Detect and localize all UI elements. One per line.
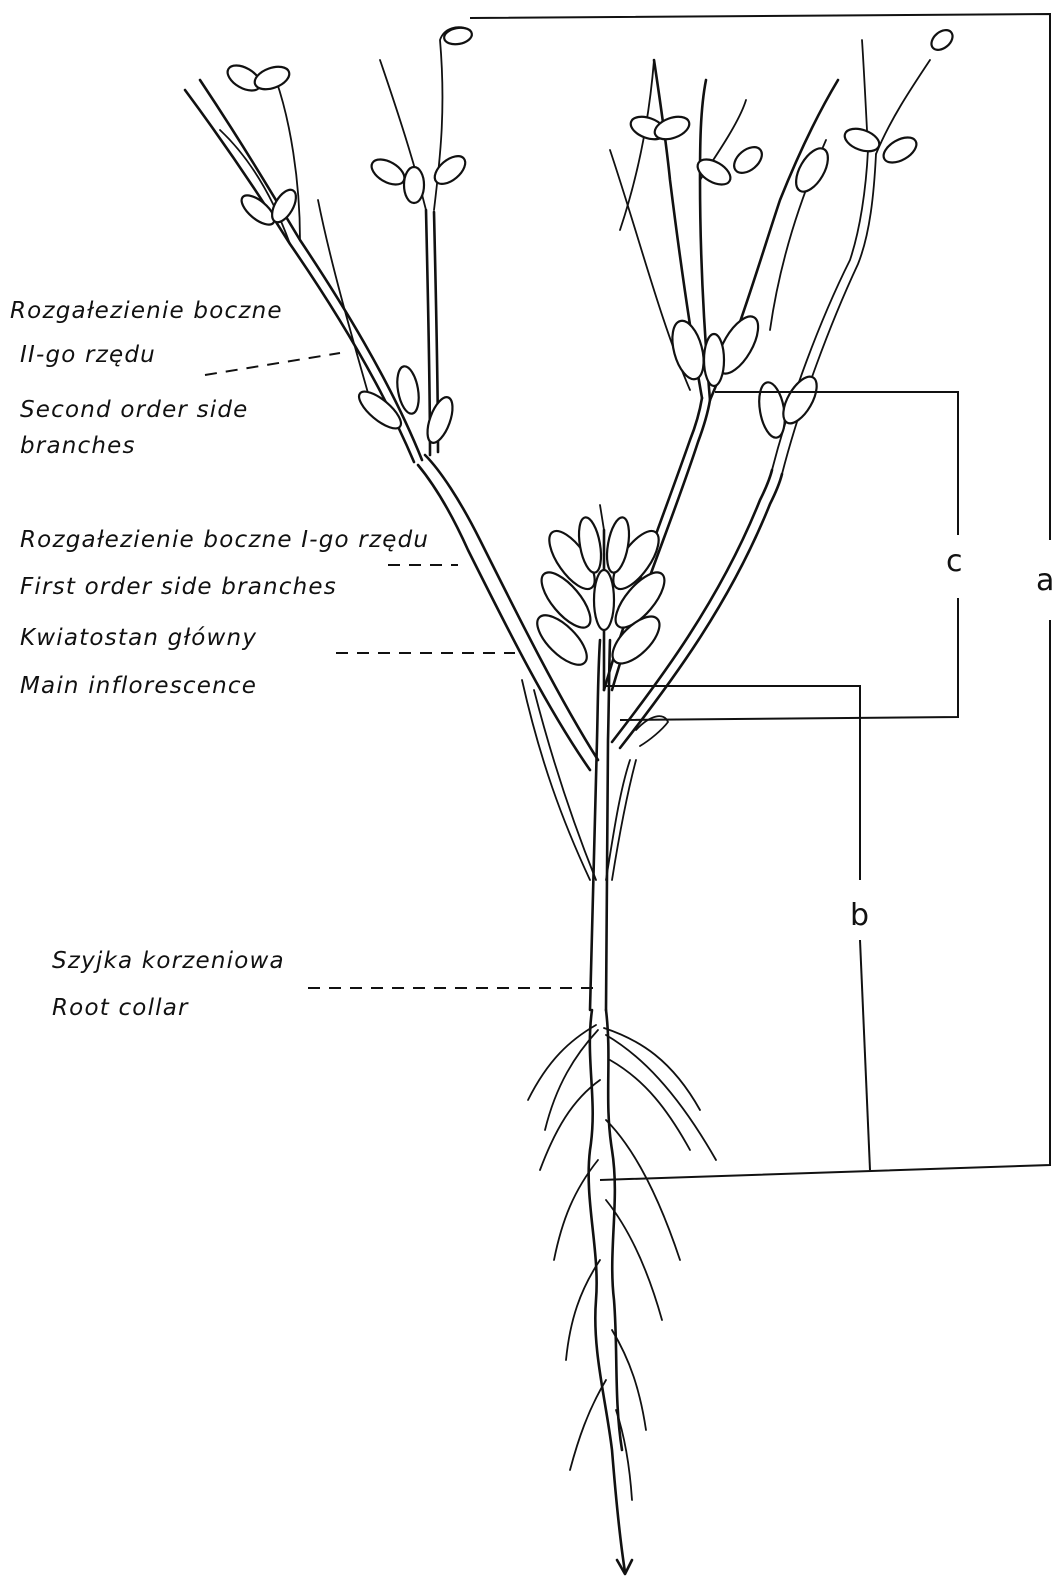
label-second-order-pl-2: II-go rzędu bbox=[20, 342, 156, 368]
label-main-inflorescence-en: Main inflorescence bbox=[20, 673, 257, 699]
label-first-order-pl: Rozgałezienie boczne I-go rzędu bbox=[20, 527, 429, 553]
label-main-inflorescence-pl: Kwiatostan główny bbox=[20, 625, 257, 651]
bracket-a-top bbox=[470, 14, 1050, 540]
dimension-label-b: b bbox=[850, 898, 869, 933]
label-root-collar-pl: Szyjka korzeniowa bbox=[52, 948, 285, 974]
label-second-order-en-1: Second order side bbox=[20, 397, 249, 423]
label-first-order-en: First order side branches bbox=[20, 574, 337, 600]
bracket-b-top bbox=[604, 686, 860, 880]
bracts bbox=[223, 26, 956, 446]
leader-second-order bbox=[205, 353, 340, 375]
label-second-order-pl-1: Rozgałezienie boczne bbox=[10, 298, 283, 324]
bracket-a-bottom bbox=[600, 620, 1050, 1180]
bracket-b-bottom bbox=[860, 940, 870, 1170]
root-system bbox=[528, 1010, 716, 1574]
label-second-order-en-2: branches bbox=[20, 433, 136, 459]
bracket-c-top bbox=[715, 392, 958, 535]
bracket-c-bottom bbox=[620, 598, 958, 720]
dimension-label-c: c bbox=[946, 544, 963, 579]
dimension-label-a: a bbox=[1036, 563, 1054, 598]
label-root-collar-en: Root collar bbox=[52, 995, 189, 1021]
main-stem bbox=[590, 640, 610, 1010]
